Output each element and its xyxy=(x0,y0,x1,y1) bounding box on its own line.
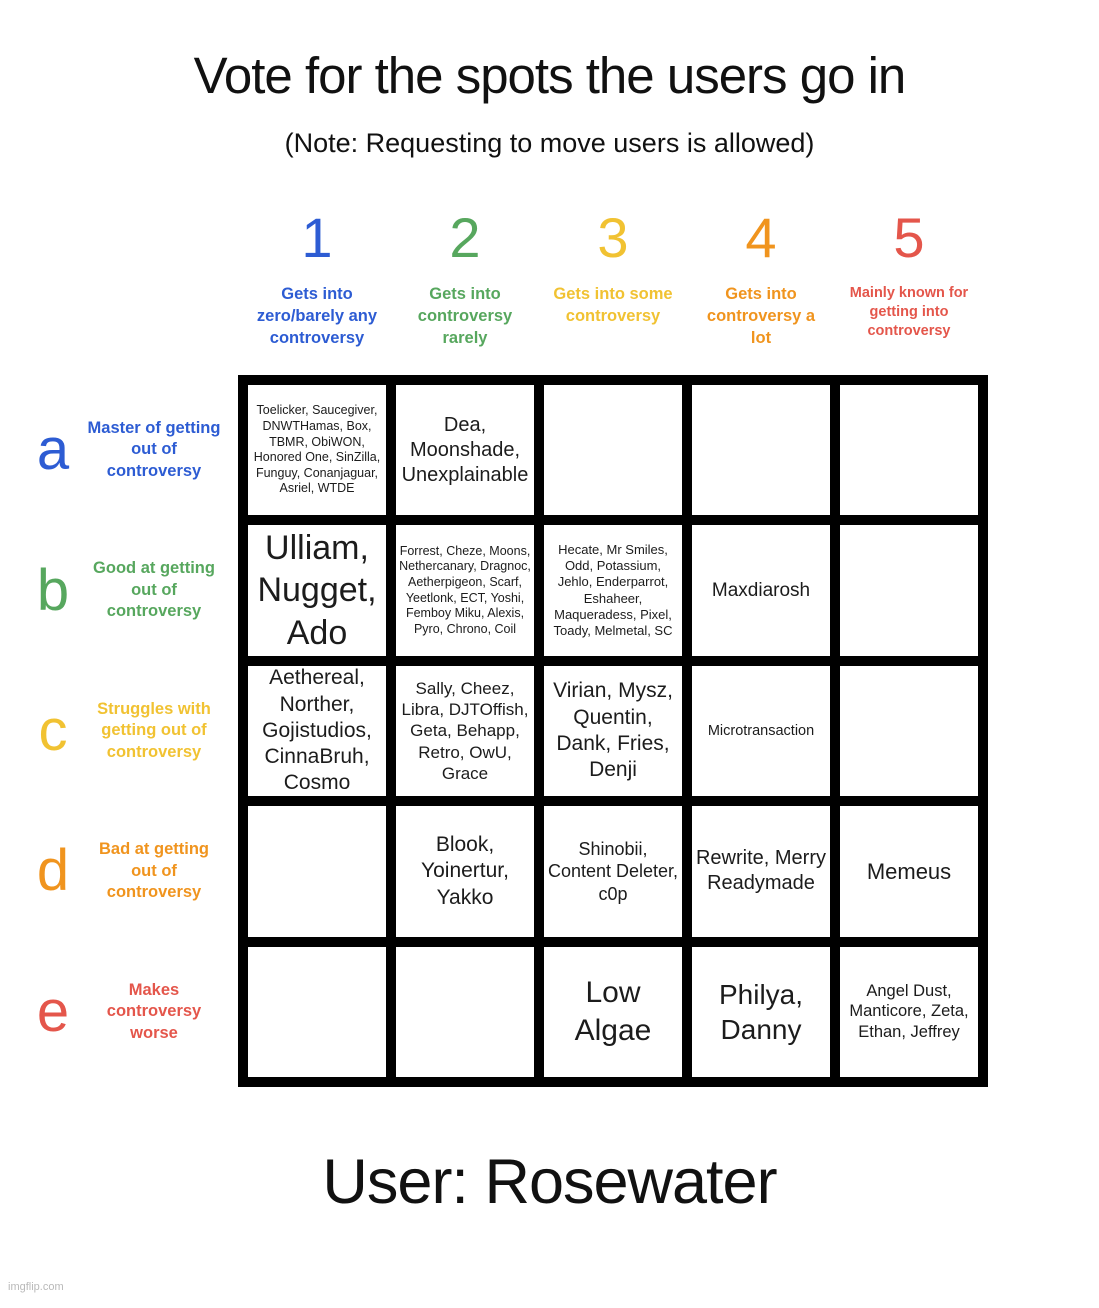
column-label-5: Mainly known for getting into controvers… xyxy=(849,285,969,340)
cell-a1: Toelicker, Saucegiver, DNWTHamas, Box, T… xyxy=(248,385,386,516)
cell-c4: Microtransaction xyxy=(692,665,830,797)
cell-c1: Aethereal, Norther, Gojistudios, CinnaBr… xyxy=(248,665,386,797)
row-letter-e: e xyxy=(36,978,70,1044)
column-label-4: Gets into controversy a lot xyxy=(706,285,816,347)
cell-c2: Sally, Cheez, Libra, DJTOffish, Geta, Be… xyxy=(396,665,534,797)
cell-b5 xyxy=(840,525,978,656)
alignment-grid: Toelicker, Saucegiver, DNWTHamas, Box, T… xyxy=(238,375,988,1087)
column-header-3: 3 Gets into some controversy xyxy=(544,210,682,375)
row-header-a: a Master of getting out of controversy xyxy=(22,385,238,515)
cell-d3: Shinobii, Content Deleter, c0p xyxy=(544,806,682,937)
cell-a5 xyxy=(840,385,978,516)
column-number-4: 4 xyxy=(745,206,777,269)
cell-e2 xyxy=(396,946,534,1077)
cell-d5: Memeus xyxy=(840,806,978,937)
cell-d1 xyxy=(248,806,386,937)
column-number-3: 3 xyxy=(597,206,629,269)
cell-d4: Rewrite, Merry Readymade xyxy=(692,806,830,937)
row-label-b: Good at getting out of controversy xyxy=(93,559,215,621)
row-letter-d: d xyxy=(36,838,70,904)
row-header-b: b Good at getting out of controversy xyxy=(22,525,238,655)
row-letter-c: c xyxy=(38,697,68,763)
cell-d2: Blook, Yoinertur, Yakko xyxy=(396,806,534,937)
row-header-e: e Makes controversy worse xyxy=(22,947,238,1077)
cell-b1: Ulliam, Nugget, Ado xyxy=(248,525,386,656)
cell-e4: Philya, Danny xyxy=(692,946,830,1077)
row-label-a: Master of getting out of controversy xyxy=(87,419,221,480)
cell-a3 xyxy=(544,385,682,516)
row-header-c: c Struggles with getting out of controve… xyxy=(22,666,238,796)
row-label-e: Makes controversy worse xyxy=(106,980,202,1042)
row-label-d: Bad at getting out of controversy xyxy=(99,840,209,902)
column-header-5: 5 Mainly known for getting into controve… xyxy=(840,210,978,375)
column-number-2: 2 xyxy=(449,206,481,269)
column-header-2: 2 Gets into controversy rarely xyxy=(396,210,534,375)
cell-a4 xyxy=(692,385,830,516)
row-header-d: d Bad at getting out of controversy xyxy=(22,806,238,936)
cell-e3: Low Algae xyxy=(544,946,682,1077)
column-label-3: Gets into some controversy xyxy=(553,285,673,325)
row-label-c: Struggles with getting out of controvers… xyxy=(97,699,211,761)
row-letter-a: a xyxy=(36,417,70,483)
cell-b2: Forrest, Cheze, Moons, Nethercanary, Dra… xyxy=(396,525,534,656)
cell-b4: Maxdiarosh xyxy=(692,525,830,656)
column-header-4: 4 Gets into controversy a lot xyxy=(692,210,830,375)
cell-c5 xyxy=(840,665,978,797)
column-label-1: Gets into zero/barely any controversy xyxy=(256,285,378,347)
imgflip-watermark: imgflip.com xyxy=(8,1281,64,1293)
cell-a2: Dea, Moonshade, Unexplainable xyxy=(396,385,534,516)
column-header-1: 1 Gets into zero/barely any controversy xyxy=(248,210,386,375)
cell-b3: Hecate, Mr Smiles, Odd, Potassium, Jehlo… xyxy=(544,525,682,656)
row-letter-b: b xyxy=(36,557,70,623)
column-headers: 1 Gets into zero/barely any controversy … xyxy=(238,210,988,375)
cell-e5: Angel Dust, Manticore, Zeta, Ethan, Jeff… xyxy=(840,946,978,1077)
column-number-1: 1 xyxy=(301,206,333,269)
row-headers: a Master of getting out of controversy b… xyxy=(22,375,238,1087)
footer-user-label: User: Rosewater xyxy=(322,1147,777,1217)
cell-c3: Virian, Mysz, Quentin, Dank, Fries, Denj… xyxy=(544,665,682,797)
page-subtitle: (Note: Requesting to move users is allow… xyxy=(284,128,815,158)
column-number-5: 5 xyxy=(893,206,925,269)
page-title: Vote for the spots the users go in xyxy=(193,47,907,104)
column-label-2: Gets into controversy rarely xyxy=(417,285,513,347)
cell-e1 xyxy=(248,946,386,1077)
